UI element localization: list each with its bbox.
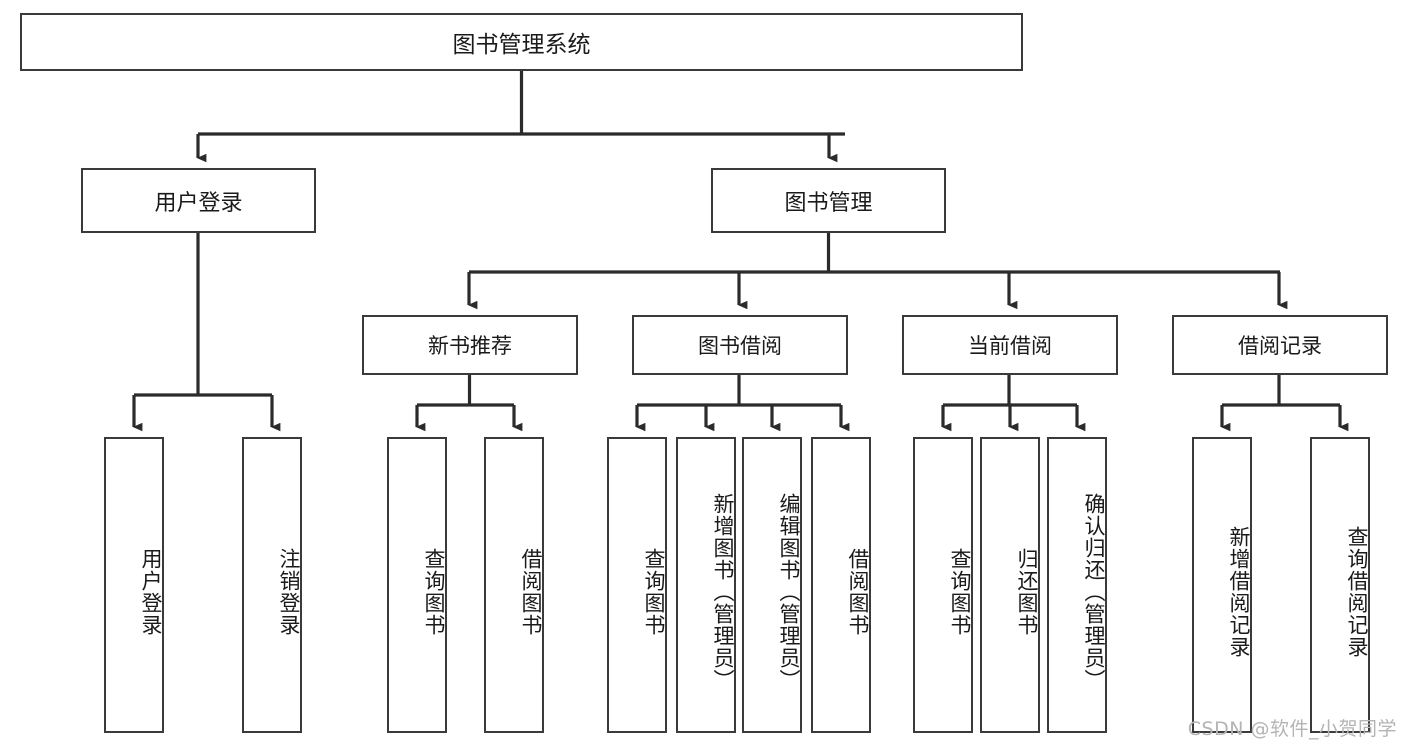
- node-leaf-borrow-book-2-label: 借阅图书: [846, 548, 870, 636]
- node-leaf-confirm-return-label: 确认归还（管理员）: [1082, 493, 1106, 691]
- node-leaf-query-record-label: 查询借阅记录: [1345, 526, 1369, 658]
- node-leaf-add-record[interactable]: 新增借阅记录: [1192, 437, 1252, 733]
- node-leaf-query-book-1-label: 查询图书: [422, 548, 446, 636]
- node-leaf-borrow-book-2[interactable]: 借阅图书: [811, 437, 871, 733]
- node-leaf-return-book-label: 归还图书: [1015, 548, 1039, 636]
- node-leaf-user-login[interactable]: 用户登录: [104, 437, 164, 733]
- node-leaf-edit-book-label: 编辑图书（管理员）: [777, 493, 801, 691]
- node-leaf-add-record-label: 新增借阅记录: [1227, 526, 1251, 658]
- node-leaf-add-book[interactable]: 新增图书（管理员）: [676, 437, 736, 733]
- node-book-manage[interactable]: 图书管理: [711, 168, 946, 233]
- node-leaf-logout-label: 注销登录: [277, 548, 301, 636]
- node-root-label: 图书管理系统: [452, 32, 591, 58]
- node-leaf-add-book-label: 新增图书（管理员）: [711, 493, 735, 691]
- node-current-borrow-label: 当前借阅: [968, 334, 1052, 358]
- node-leaf-borrow-book-1-label: 借阅图书: [519, 548, 543, 636]
- node-leaf-query-record[interactable]: 查询借阅记录: [1310, 437, 1370, 733]
- node-new-book-recommend-label: 新书推荐: [428, 334, 512, 358]
- node-leaf-query-book-3-label: 查询图书: [948, 548, 972, 636]
- node-leaf-return-book[interactable]: 归还图书: [980, 437, 1040, 733]
- node-leaf-user-login-label: 用户登录: [139, 548, 163, 636]
- node-user-login[interactable]: 用户登录: [81, 168, 316, 233]
- node-book-manage-label: 图书管理: [784, 190, 873, 216]
- node-root[interactable]: 图书管理系统: [20, 13, 1023, 71]
- node-current-borrow[interactable]: 当前借阅: [902, 315, 1118, 375]
- node-leaf-confirm-return[interactable]: 确认归还（管理员）: [1047, 437, 1107, 733]
- node-leaf-edit-book[interactable]: 编辑图书（管理员）: [742, 437, 802, 733]
- node-borrow-record-label: 借阅记录: [1238, 334, 1322, 358]
- node-leaf-query-book-2[interactable]: 查询图书: [607, 437, 667, 733]
- node-leaf-query-book-2-label: 查询图书: [642, 548, 666, 636]
- node-new-book-recommend[interactable]: 新书推荐: [362, 315, 578, 375]
- node-user-login-label: 用户登录: [154, 190, 243, 216]
- node-leaf-query-book-1[interactable]: 查询图书: [387, 437, 447, 733]
- node-borrow-record[interactable]: 借阅记录: [1172, 315, 1388, 375]
- csdn-watermark: CSDN @软件_小贺同学: [1187, 718, 1397, 740]
- node-book-borrow-label: 图书借阅: [698, 334, 782, 358]
- node-leaf-query-book-3[interactable]: 查询图书: [913, 437, 973, 733]
- node-leaf-logout[interactable]: 注销登录: [242, 437, 302, 733]
- node-book-borrow[interactable]: 图书借阅: [632, 315, 848, 375]
- node-leaf-borrow-book-1[interactable]: 借阅图书: [484, 437, 544, 733]
